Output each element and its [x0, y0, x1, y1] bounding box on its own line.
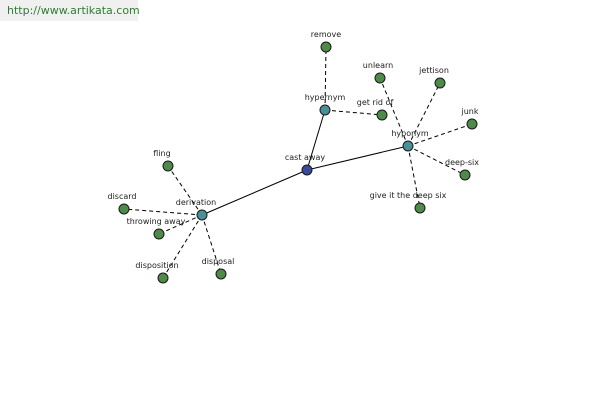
label-disposal: disposal	[202, 257, 235, 266]
node-hypernym[interactable]	[319, 104, 331, 116]
edge-derivation-to-discard	[123, 208, 203, 216]
node-cast-away[interactable]	[301, 164, 313, 176]
label-hyponym: hyponym	[391, 129, 429, 138]
edge-hypernym-to-get-rid-of	[324, 109, 383, 116]
label-junk: junk	[461, 107, 479, 116]
node-get-rid-of[interactable]	[376, 109, 388, 121]
edge-derivation-to-fling	[167, 165, 203, 216]
node-deep-six[interactable]	[459, 169, 471, 181]
node-give-it-the-deep-six[interactable]	[414, 202, 426, 214]
graph-labels: cast away hypernym remove get rid of hyponym…	[108, 30, 480, 270]
node-disposition[interactable]	[157, 272, 169, 284]
node-discard[interactable]	[118, 203, 130, 215]
label-deep-six: deep-six	[445, 158, 479, 167]
node-derivation[interactable]	[196, 209, 208, 221]
node-fling[interactable]	[162, 160, 174, 172]
edge-cast-away-to-hyponym	[306, 145, 409, 171]
edge-hyponym-to-junk	[407, 123, 473, 147]
label-give-it-the-deep-six: give it the deep six	[370, 191, 447, 200]
edge-hypernym-to-remove	[324, 46, 327, 111]
label-get-rid-of: get rid of	[357, 98, 394, 107]
label-throwing-away: throwing away	[127, 217, 186, 226]
label-unlearn: unlearn	[363, 61, 393, 70]
label-fling: fling	[153, 149, 170, 158]
edge-derivation-to-disposal	[201, 214, 222, 275]
node-hyponym[interactable]	[402, 140, 414, 152]
node-unlearn[interactable]	[374, 72, 386, 84]
source-watermark[interactable]: http://www.artikata.com	[0, 0, 140, 21]
graph-nodes	[118, 41, 478, 284]
label-hypernym: hypernym	[305, 93, 346, 102]
node-remove[interactable]	[320, 41, 332, 53]
node-disposal[interactable]	[215, 268, 227, 280]
label-discard: discard	[108, 192, 137, 201]
edge-hyponym-to-deep-six	[407, 145, 466, 176]
label-remove: remove	[311, 30, 341, 39]
label-jettison: jettison	[418, 66, 449, 75]
edge-hyponym-to-jettison	[407, 82, 441, 147]
edge-derivation-to-disposition	[162, 214, 203, 279]
node-jettison[interactable]	[434, 77, 446, 89]
edge-cast-away-to-derivation	[201, 169, 308, 216]
edge-cast-away-to-hypernym	[306, 109, 326, 171]
label-disposition: disposition	[135, 261, 178, 270]
edge-hyponym-to-unlearn	[379, 77, 409, 147]
graph-edges	[123, 46, 473, 279]
label-cast-away: cast away	[285, 153, 325, 162]
label-derivation: derivation	[176, 198, 216, 207]
edge-hyponym-to-give-it-the-deep-six	[407, 145, 421, 209]
edge-derivation-to-throwing-away	[158, 214, 203, 235]
node-throwing-away[interactable]	[153, 228, 165, 240]
node-junk[interactable]	[466, 118, 478, 130]
